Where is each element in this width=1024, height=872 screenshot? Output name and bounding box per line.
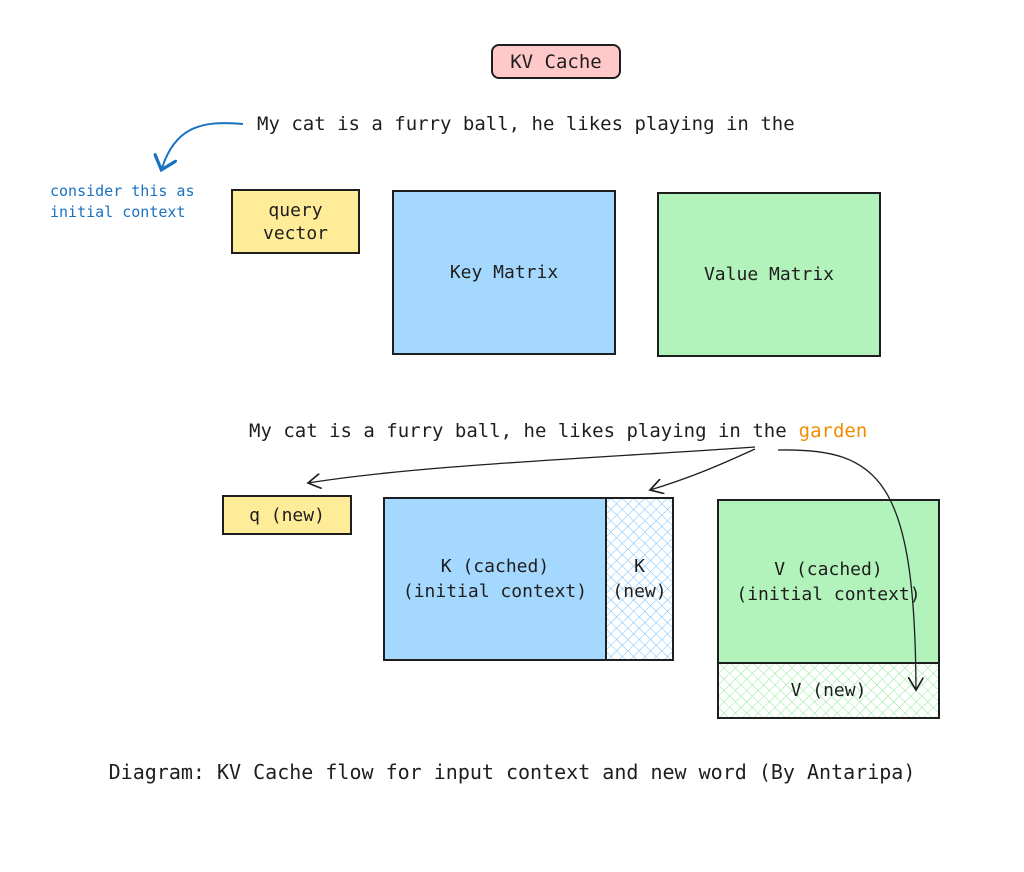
query-vector-label: query vector <box>262 199 329 244</box>
value-matrix-label: Value Matrix <box>703 264 835 285</box>
k-cached-label: K (cached) (initial context) <box>402 556 588 602</box>
query-vector-box <box>231 189 360 254</box>
value-matrix-box <box>657 192 881 357</box>
q-new-label: q (new) <box>249 504 325 526</box>
new-context-sentence: My cat is a furry ball, he likes playing… <box>249 420 867 442</box>
v-new-label: V (new) <box>790 680 867 701</box>
context-sentence: My cat is a furry ball, he likes playing… <box>257 113 795 135</box>
key-matrix-box <box>392 190 616 355</box>
diagram-title: KV Cache <box>491 44 621 79</box>
diagram-caption: Diagram: KV Cache flow for input context… <box>108 760 916 784</box>
new-context-sentence-text: My cat is a furry ball, he likes playing… <box>249 420 787 442</box>
key-matrix-label: Key Matrix <box>449 262 559 283</box>
v-cached-label: V (cached) (initial context) <box>736 558 921 605</box>
v-cached-box <box>717 499 940 664</box>
k-new-box <box>605 497 674 661</box>
arrow-to-q-new <box>308 446 756 483</box>
arrow-to-v-new <box>777 449 916 690</box>
note-arrow <box>162 122 244 168</box>
v-new-box <box>717 662 940 719</box>
initial-context-note: consider this as initial context <box>50 182 195 221</box>
arrow-to-k-new <box>650 448 756 490</box>
new-word-highlight: garden <box>798 420 868 442</box>
q-new-box <box>222 495 352 535</box>
k-new-label: K (new) <box>612 556 667 602</box>
